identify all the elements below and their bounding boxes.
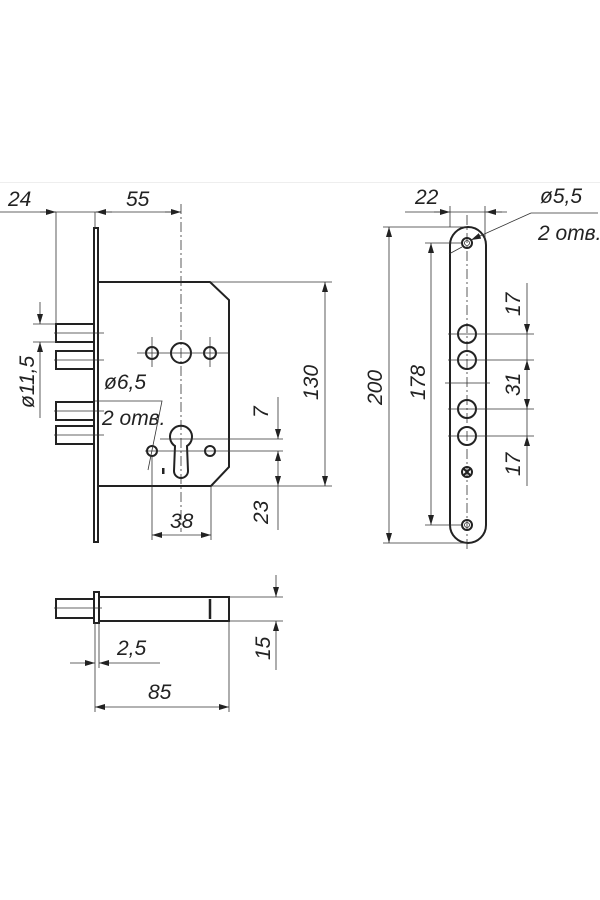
dim-24-label: 24 — [7, 188, 31, 211]
dim-31-label: 31 — [502, 373, 525, 396]
spindle-holes — [137, 337, 228, 367]
dim-130-label: 130 — [300, 365, 323, 400]
dim-2-5-label: 2,5 — [116, 637, 147, 660]
blank-header-area — [0, 0, 600, 183]
front-view: 24 55 130 7 23 38 ø11,5 ø6,5 2 отв. — [0, 188, 332, 543]
bottom-view: 15 2,5 85 — [54, 575, 283, 712]
dim-15-label: 15 — [252, 636, 275, 660]
cylinder-cutout — [145, 424, 283, 479]
faceplate-holes-note: 2 отв. — [537, 222, 600, 245]
dim-bolt-diameter-label: ø11,5 — [16, 356, 39, 408]
dim-17-lower-label: 17 — [502, 451, 525, 476]
lock-body — [98, 281, 230, 487]
dim-178-label: 178 — [407, 365, 430, 400]
dim-38-label: 38 — [170, 510, 194, 533]
dim-85-label: 85 — [148, 681, 172, 704]
faceplate-view: 22 ø5,5 2 отв. 200 178 17 31 — [364, 185, 600, 550]
dim-7-label: 7 — [250, 405, 273, 418]
dim-screw-hole-label: ø5,5 — [540, 185, 582, 208]
dim-200-label: 200 — [364, 370, 387, 406]
dim-22-label: 22 — [414, 186, 439, 209]
faceplate-edge — [93, 227, 99, 543]
dim-hole-diameter-label: ø6,5 — [104, 371, 146, 394]
leader-line — [95, 400, 163, 471]
dim-17-upper-label: 17 — [502, 291, 525, 316]
dim-55-label: 55 — [126, 188, 150, 211]
holes-count-note: 2 отв. — [101, 407, 165, 430]
dim-23-label: 23 — [250, 500, 273, 525]
faceplate-strip — [449, 226, 487, 544]
bolts — [54, 323, 104, 445]
